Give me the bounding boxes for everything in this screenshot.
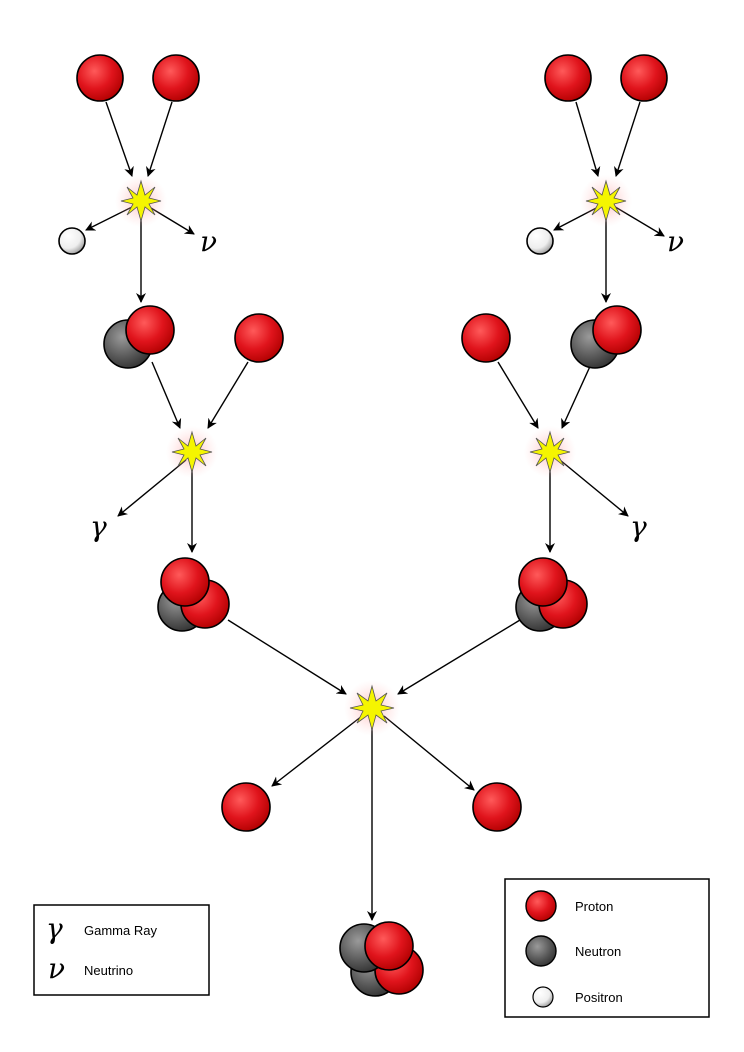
arrow-proton-to-fusion	[497, 361, 539, 429]
proton	[125, 305, 175, 355]
proton	[544, 54, 592, 102]
arrow-fusion-to-gamma	[559, 459, 629, 517]
fusion-flash	[580, 175, 632, 227]
arrow-proton-to-fusion	[575, 101, 601, 177]
arrow-helium3-to-fusion	[397, 619, 521, 695]
arrow-proton-to-fusion	[614, 101, 641, 177]
legend-neutron-label: Neutron	[575, 944, 621, 959]
proton	[160, 557, 210, 607]
helium-3	[157, 557, 230, 632]
proton	[518, 557, 568, 607]
gamma-symbol: γ	[630, 510, 647, 543]
fusion-flash	[524, 426, 576, 478]
arrow-proton-to-fusion	[207, 361, 249, 429]
neutrino-symbol: ν	[667, 225, 684, 258]
proton	[592, 305, 642, 355]
legend-neutrino-label: Neutrino	[84, 963, 133, 978]
fusion-flash	[166, 426, 218, 478]
legend-neutron-icon	[525, 935, 557, 967]
arrow-fusion-to-proton	[383, 715, 475, 791]
legend-positron-label: Positron	[575, 990, 623, 1005]
proton	[461, 313, 511, 363]
gamma-symbol: γ	[90, 510, 107, 543]
legend-proton-label: Proton	[575, 899, 613, 914]
proton	[234, 313, 284, 363]
arrow-fusion-to-proton	[271, 715, 363, 787]
positron	[526, 227, 554, 255]
proton	[152, 54, 200, 102]
proton	[76, 54, 124, 102]
fusion-flash	[344, 680, 400, 736]
arrow-proton-to-fusion	[105, 101, 134, 177]
arrow-deuterium-to-fusion	[561, 361, 593, 429]
legend-symbols: γ Gamma Ray ν Neutrino	[33, 904, 210, 996]
helium-3	[515, 557, 588, 632]
legend-neutrino-symbol: ν	[48, 952, 65, 985]
arrow-proton-to-fusion	[146, 101, 173, 177]
legend-proton-icon	[525, 890, 557, 922]
proton	[620, 54, 668, 102]
arrow-deuterium-to-fusion	[151, 361, 182, 429]
neutrino-symbol: ν	[200, 225, 217, 258]
arrow-helium3-to-fusion	[227, 619, 347, 695]
proton	[364, 921, 414, 971]
legend-particles: Proton Neutron Positron	[504, 878, 710, 1018]
deuterium	[103, 305, 175, 369]
reaction-arrows	[85, 101, 665, 921]
legend-positron-icon	[532, 986, 554, 1008]
legend-gamma-label: Gamma Ray	[84, 923, 157, 938]
deuterium	[570, 305, 642, 369]
helium-4	[339, 921, 424, 997]
legend-gamma-symbol: γ	[46, 912, 63, 945]
positron	[58, 227, 86, 255]
proton	[472, 782, 522, 832]
fusion-flash	[115, 175, 167, 227]
proton	[221, 782, 271, 832]
